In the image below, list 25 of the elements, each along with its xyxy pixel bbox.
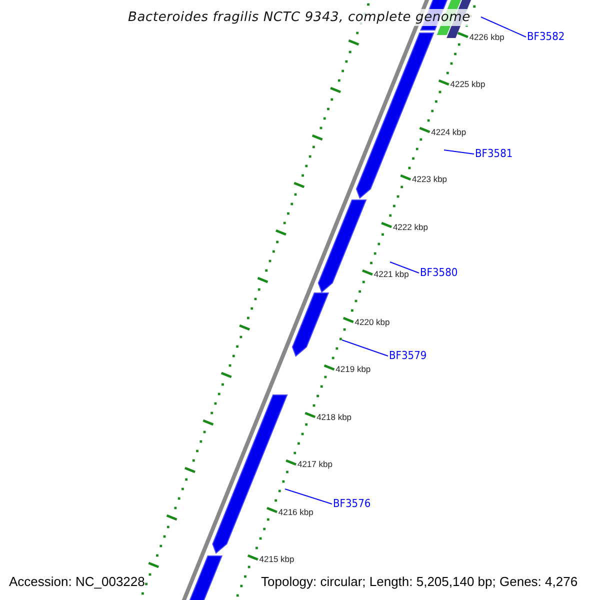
accession-text: Accession: NC_003228: [9, 574, 145, 589]
tick-label: 4225 kbp: [450, 80, 486, 89]
gene-label: BF3576: [333, 497, 371, 510]
tick-label: 4219 kbp: [336, 365, 371, 374]
tick-label: 4223 kbp: [412, 175, 448, 184]
leader-line: [444, 150, 474, 154]
diagram-title: Bacteroides fragilis NCTC 9343, complete genome: [125, 9, 474, 26]
tick-label: 4224 kbp: [431, 128, 466, 136]
tick-label: 4222 kbp: [392, 222, 428, 232]
leader-line: [390, 262, 420, 274]
tick-label: 4216 kbp: [278, 508, 314, 516]
tick-label: 4226 kbp: [469, 32, 504, 42]
tick-label: 4220 kbp: [354, 318, 390, 326]
genome-info-text: Topology: circular; Length: 5,205,140 bp; Genes: 4,276: [261, 574, 578, 589]
tick-label: 4217 kbp: [297, 460, 332, 469]
leader-line: [284, 488, 332, 504]
leader-line: [342, 340, 388, 356]
gene-label: BF3580: [420, 266, 458, 279]
gene-label: BF3579: [389, 349, 427, 362]
tick-label: 4221 kbp: [374, 270, 409, 279]
tick-label: 4215 kbp: [259, 555, 294, 564]
gene-label: BF3582: [527, 30, 565, 43]
tick-label: 4218 kbp: [316, 412, 352, 422]
leader-line: [480, 16, 526, 38]
gene-label: BF3581: [475, 147, 513, 160]
